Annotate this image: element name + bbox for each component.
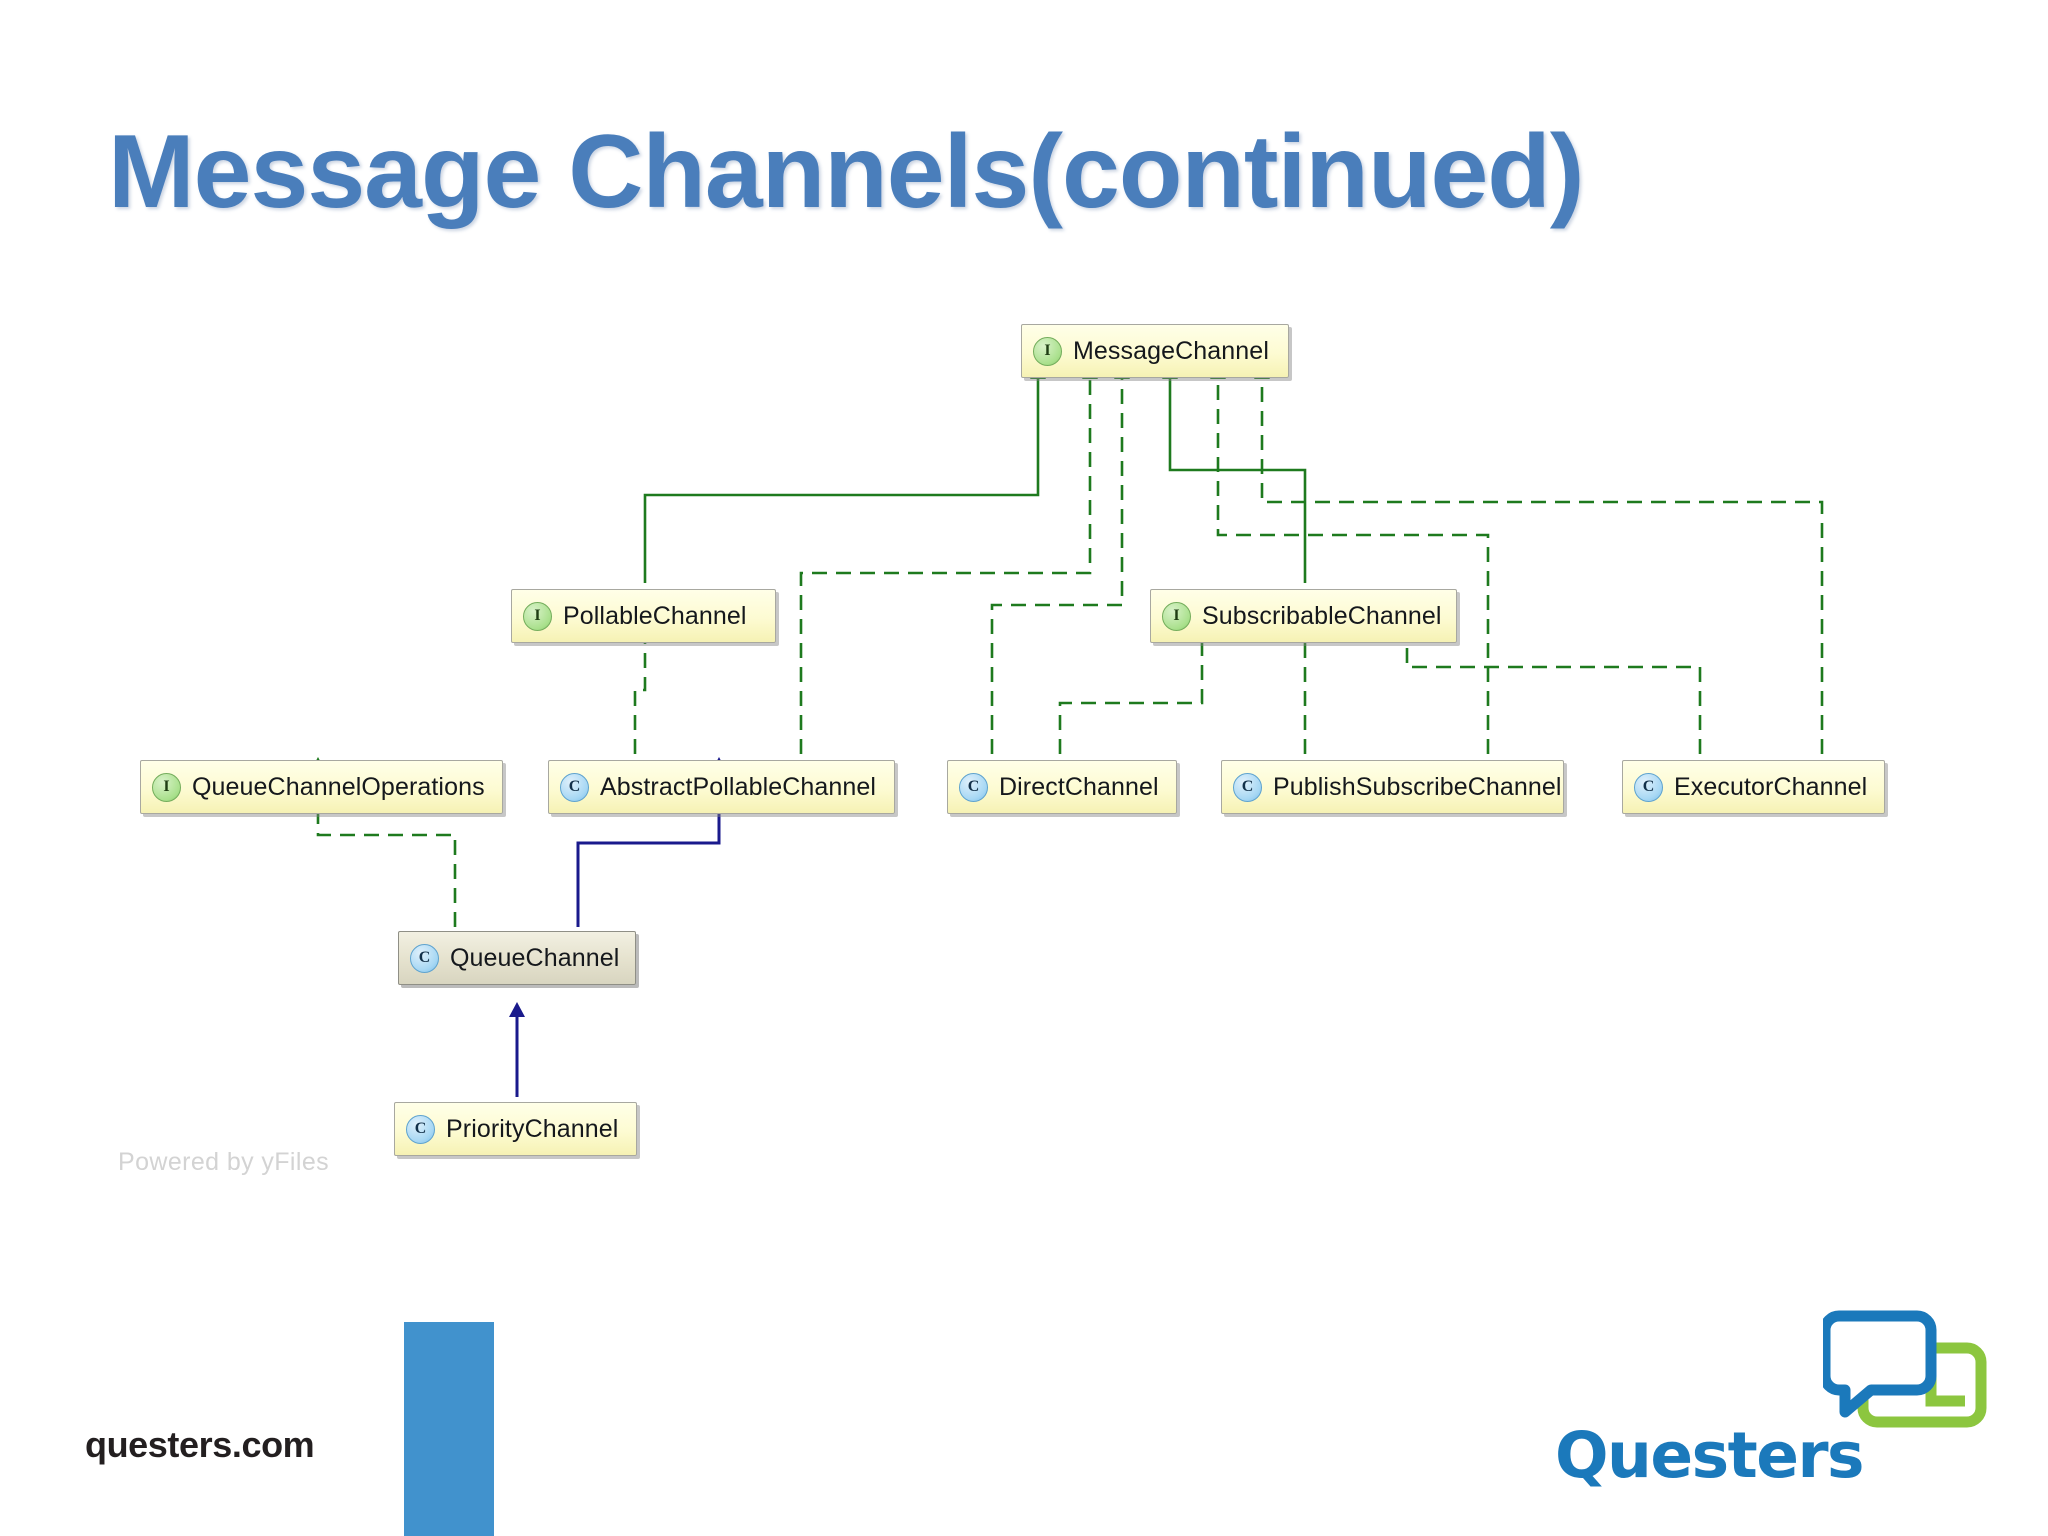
node-label: ExecutorChannel bbox=[1674, 772, 1868, 801]
edge-abstractpollablechannel-messagechannel bbox=[799, 364, 1098, 754]
node-label: PublishSubscribeChannel bbox=[1273, 772, 1562, 801]
node-directchannel[interactable]: C DirectChannel bbox=[947, 760, 1177, 814]
node-pollablechannel[interactable]: I PollableChannel bbox=[511, 589, 776, 643]
logo-wordmark: Questers bbox=[1555, 1419, 1865, 1492]
class-icon: C bbox=[406, 1114, 435, 1144]
node-label: SubscribableChannel bbox=[1202, 601, 1442, 630]
class-icon: C bbox=[1233, 772, 1262, 802]
interface-icon: I bbox=[523, 601, 552, 631]
edge-pollablechannel-messagechannel bbox=[643, 364, 1046, 583]
interface-icon: I bbox=[1033, 336, 1062, 366]
node-label: AbstractPollableChannel bbox=[600, 772, 877, 801]
edge-executorchannel-subscribablechannel bbox=[1399, 626, 1702, 754]
node-messagechannel[interactable]: I MessageChannel bbox=[1021, 324, 1289, 378]
yfiles-watermark: Powered by yFiles bbox=[118, 1148, 330, 1176]
abstract-class-icon: C bbox=[560, 772, 589, 802]
node-queuechanneloperations[interactable]: I QueueChannelOperations bbox=[140, 760, 503, 814]
node-executorchannel[interactable]: C ExecutorChannel bbox=[1622, 760, 1885, 814]
logo-mark-icon bbox=[1823, 1310, 1987, 1428]
edge-subscribablechannel-messagechannel bbox=[1162, 364, 1307, 583]
node-label: QueueChannel bbox=[450, 943, 620, 972]
node-queuechannel[interactable]: C QueueChannel bbox=[398, 931, 636, 985]
footer-domain: questers.com bbox=[85, 1424, 315, 1465]
diagram-edges bbox=[310, 364, 1824, 1097]
uml-class-diagram: I MessageChannel I PollableChannel I Sub… bbox=[0, 324, 2048, 1230]
edge-abstractpollablechannel-pollablechannel bbox=[633, 626, 653, 754]
node-label: QueueChannelOperations bbox=[192, 772, 485, 801]
class-icon: C bbox=[410, 943, 439, 973]
node-label: PriorityChannel bbox=[446, 1114, 619, 1143]
edge-directchannel-messagechannel bbox=[990, 364, 1130, 754]
class-icon: C bbox=[1634, 772, 1663, 802]
questers-logo: Questers bbox=[1555, 1310, 1995, 1500]
class-icon: C bbox=[959, 772, 988, 802]
node-subscribablechannel[interactable]: I SubscribableChannel bbox=[1150, 589, 1457, 643]
node-prioritychannel[interactable]: C PriorityChannel bbox=[394, 1102, 637, 1156]
node-label: MessageChannel bbox=[1073, 336, 1269, 365]
edge-executorchannel-messagechannel bbox=[1254, 364, 1824, 754]
footer-accent-bar bbox=[404, 1322, 494, 1536]
node-label: DirectChannel bbox=[999, 772, 1159, 801]
node-publishsubscribechannel[interactable]: C PublishSubscribeChannel bbox=[1221, 760, 1564, 814]
interface-icon: I bbox=[152, 772, 181, 802]
node-abstractpollablechannel[interactable]: C AbstractPollableChannel bbox=[548, 760, 895, 814]
page-title: Message Channels(continued) bbox=[108, 114, 1584, 230]
interface-icon: I bbox=[1162, 601, 1191, 631]
node-label: PollableChannel bbox=[563, 601, 747, 630]
edge-directchannel-subscribablechannel bbox=[1058, 626, 1210, 754]
edge-publishsubscribechannel-messagechannel bbox=[1210, 364, 1490, 754]
